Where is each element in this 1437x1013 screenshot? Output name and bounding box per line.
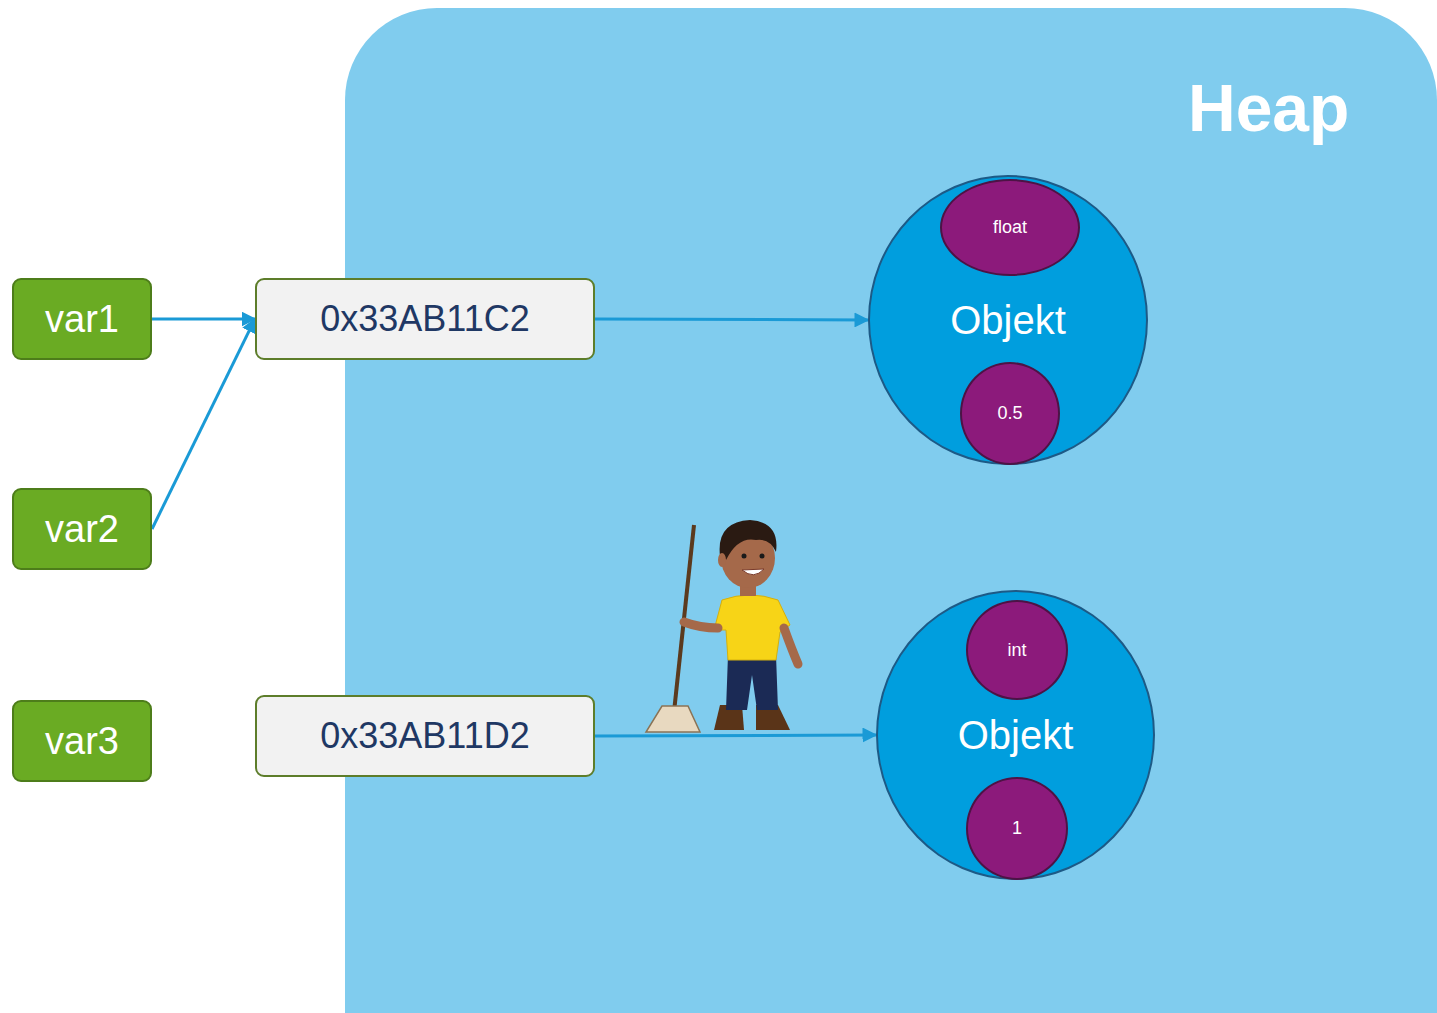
eye — [760, 554, 765, 559]
node-label: 0.5 — [997, 403, 1022, 424]
address-box: 0x33AB11D2 — [255, 695, 595, 777]
reference-arrow — [152, 319, 255, 529]
reference-arrow — [595, 319, 868, 320]
reference-arrow — [595, 735, 876, 736]
node-label: Objekt — [950, 298, 1066, 343]
object-circle: float 0.5 Objekt — [868, 175, 1148, 465]
janitor-figure — [646, 520, 798, 732]
broom-head — [646, 706, 700, 732]
value-circle: 1 — [966, 777, 1068, 880]
reference-arrow — [152, 318, 255, 321]
variable-box: var1 — [12, 278, 152, 360]
heap-region: float0.5Objektint1ObjektHeap — [345, 8, 1437, 1013]
node-label: 0x33AB11D2 — [320, 715, 529, 757]
node-label: float — [993, 217, 1027, 238]
trousers — [726, 655, 778, 710]
node-label: Objekt — [958, 713, 1074, 758]
value-circle: 0.5 — [960, 362, 1060, 465]
heap-title: Heap — [1188, 70, 1349, 146]
node-label: 0x33AB11C2 — [320, 298, 529, 340]
variable-box: var3 — [12, 700, 152, 782]
eye — [742, 554, 747, 559]
type-ellipse: float — [940, 179, 1080, 276]
smile — [742, 569, 764, 575]
hair — [720, 520, 777, 560]
ear — [718, 553, 726, 567]
variable-box: var2 — [12, 488, 152, 570]
node-label: 1 — [1012, 818, 1022, 839]
object-circle: int 1 Objekt — [876, 590, 1155, 880]
type-circle: int — [966, 600, 1068, 700]
arm — [784, 628, 798, 664]
address-box: 0x33AB11C2 — [255, 278, 595, 360]
node-label: var2 — [45, 508, 119, 551]
arm — [684, 622, 718, 628]
node-label: int — [1007, 640, 1026, 661]
node-label: var1 — [45, 298, 119, 341]
node-label: var3 — [45, 720, 119, 763]
shirt — [714, 595, 790, 660]
